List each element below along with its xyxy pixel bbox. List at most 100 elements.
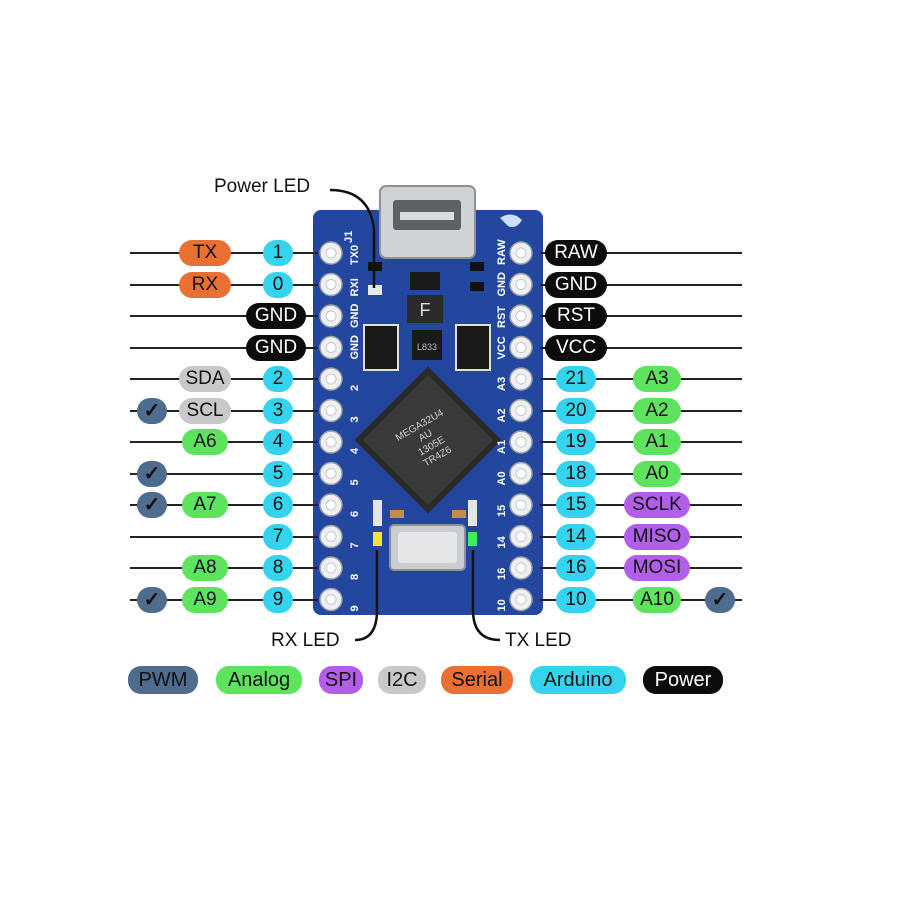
arduino-pin-21: 21 bbox=[556, 366, 596, 392]
legend-arduino: Arduino bbox=[530, 666, 626, 694]
silk-left-2: GND bbox=[349, 304, 361, 329]
right-wire-2 bbox=[540, 315, 742, 317]
pin-hole-center-left-3 bbox=[325, 342, 337, 353]
pin-hole-center-right-7 bbox=[515, 468, 527, 479]
silk-j1: J1 bbox=[343, 231, 355, 243]
arduino-pin-16: 16 bbox=[556, 555, 596, 581]
pin-hole-center-left-7 bbox=[325, 468, 337, 479]
analog-label-a6: A6 bbox=[182, 429, 228, 455]
silk-left-4: 2 bbox=[349, 385, 361, 391]
power-label-left-2: GND bbox=[246, 303, 306, 329]
pin-hole-center-right-2 bbox=[515, 310, 527, 322]
pwm-check-right-11: ✓ bbox=[705, 586, 735, 613]
fuse-label: F bbox=[420, 300, 431, 320]
silk-right-7: A0 bbox=[496, 471, 508, 485]
power-led-component bbox=[368, 285, 382, 295]
silk-left-8: 6 bbox=[349, 511, 361, 517]
silk-left-9: 7 bbox=[349, 542, 361, 548]
power-label-raw-0: RAW bbox=[545, 240, 607, 266]
i2c-label-scl: SCL bbox=[179, 397, 231, 424]
arduino-pin-2: 2 bbox=[263, 366, 293, 392]
arduino-pin-14: 14 bbox=[556, 523, 596, 550]
silk-left-0: TX0 bbox=[349, 245, 361, 265]
pin-hole-center-right-10 bbox=[515, 562, 527, 574]
power-label-vcc-3: VCC bbox=[545, 334, 607, 361]
right-wire-3 bbox=[540, 346, 742, 349]
fuse-component bbox=[407, 295, 443, 323]
silk-right-4: A3 bbox=[496, 377, 508, 391]
analog-label-a3: A3 bbox=[633, 366, 681, 392]
left-wire-2 bbox=[130, 315, 318, 317]
arduino-pin-5: 5 bbox=[263, 460, 293, 487]
silk-right-8: 15 bbox=[496, 505, 508, 517]
silk-left-10: 8 bbox=[349, 574, 361, 580]
pin-hole-center-left-8 bbox=[325, 499, 337, 511]
silk-left-1: RXI bbox=[349, 278, 361, 296]
analog-label-a9: A9 bbox=[182, 586, 228, 613]
spi-label-mosi: MOSI bbox=[624, 555, 690, 581]
arduino-pin-4: 4 bbox=[263, 429, 293, 455]
pin-hole-center-left-5 bbox=[325, 405, 337, 416]
serial-label-rx: RX bbox=[179, 271, 231, 298]
left-wire-7 bbox=[130, 472, 318, 475]
regulator-left bbox=[363, 324, 399, 371]
silk-right-3: VCC bbox=[496, 336, 508, 359]
pin-hole-center-left-10 bbox=[325, 562, 337, 574]
right-wire-1 bbox=[540, 283, 742, 286]
silk-left-6: 4 bbox=[349, 447, 361, 454]
silk-left-7: 5 bbox=[349, 479, 361, 485]
pin-hole-center-left-6 bbox=[325, 436, 337, 448]
arduino-pin-9: 9 bbox=[263, 586, 293, 613]
pin-hole-center-right-4 bbox=[515, 373, 527, 385]
silk-right-5: A2 bbox=[496, 408, 508, 422]
i2c-label-sda: SDA bbox=[179, 366, 231, 392]
analog-label-a1: A1 bbox=[633, 429, 681, 455]
arduino-pin-20: 20 bbox=[556, 397, 596, 424]
legend-i2c: I2C bbox=[378, 666, 426, 694]
legend-spi: SPI bbox=[319, 666, 363, 694]
arduino-pin-18: 18 bbox=[556, 460, 596, 487]
silk-right-11: 10 bbox=[496, 599, 508, 611]
rx-led-callout: RX LED bbox=[271, 630, 340, 651]
pin-hole-center-left-0 bbox=[325, 247, 337, 259]
rx-led bbox=[373, 532, 382, 546]
power-label-left-3: GND bbox=[246, 334, 306, 361]
rx-led-leader bbox=[354, 550, 379, 642]
pin-hole-center-right-6 bbox=[515, 436, 527, 448]
spi-label-sclk: SCLK bbox=[624, 492, 690, 518]
silk-right-9: 14 bbox=[496, 535, 508, 548]
legend-pwm: PWM bbox=[128, 666, 198, 694]
pin-hole-center-left-2 bbox=[325, 310, 337, 322]
pin-hole-center-right-11 bbox=[515, 594, 527, 605]
silk-left-5: 3 bbox=[349, 416, 361, 422]
legend-analog: Analog bbox=[216, 666, 302, 694]
pwm-check-left-5: ✓ bbox=[137, 397, 167, 424]
regulator-right bbox=[455, 324, 491, 371]
analog-label-a10: A10 bbox=[633, 586, 681, 613]
pin-hole-center-right-5 bbox=[515, 405, 527, 416]
legend-serial: Serial bbox=[441, 666, 513, 694]
arduino-pin-6: 6 bbox=[263, 492, 293, 518]
serial-label-tx: TX bbox=[179, 240, 231, 266]
pwm-check-left-11: ✓ bbox=[137, 586, 167, 613]
spi-label-miso: MISO bbox=[624, 523, 690, 550]
silk-right-1: GND bbox=[496, 272, 508, 297]
tx-led bbox=[468, 532, 477, 546]
tx-led-leader bbox=[471, 550, 501, 642]
pin-hole-center-right-9 bbox=[515, 531, 527, 542]
pin-hole-center-left-9 bbox=[325, 531, 337, 542]
silk-left-11: 9 bbox=[349, 605, 361, 611]
pin-hole-center-left-11 bbox=[325, 594, 337, 605]
tx-led-callout: TX LED bbox=[505, 630, 572, 651]
left-wire-3 bbox=[130, 346, 318, 349]
arduino-pin-3: 3 bbox=[263, 397, 293, 424]
power-led-callout: Power LED bbox=[214, 176, 311, 197]
pin-hole-center-right-8 bbox=[515, 499, 527, 511]
arduino-pin-19: 19 bbox=[556, 429, 596, 455]
arduino-pin-15: 15 bbox=[556, 492, 596, 518]
arduino-pin-8: 8 bbox=[263, 555, 293, 581]
analog-label-a0: A0 bbox=[633, 460, 681, 487]
arduino-pin-10: 10 bbox=[556, 586, 596, 613]
